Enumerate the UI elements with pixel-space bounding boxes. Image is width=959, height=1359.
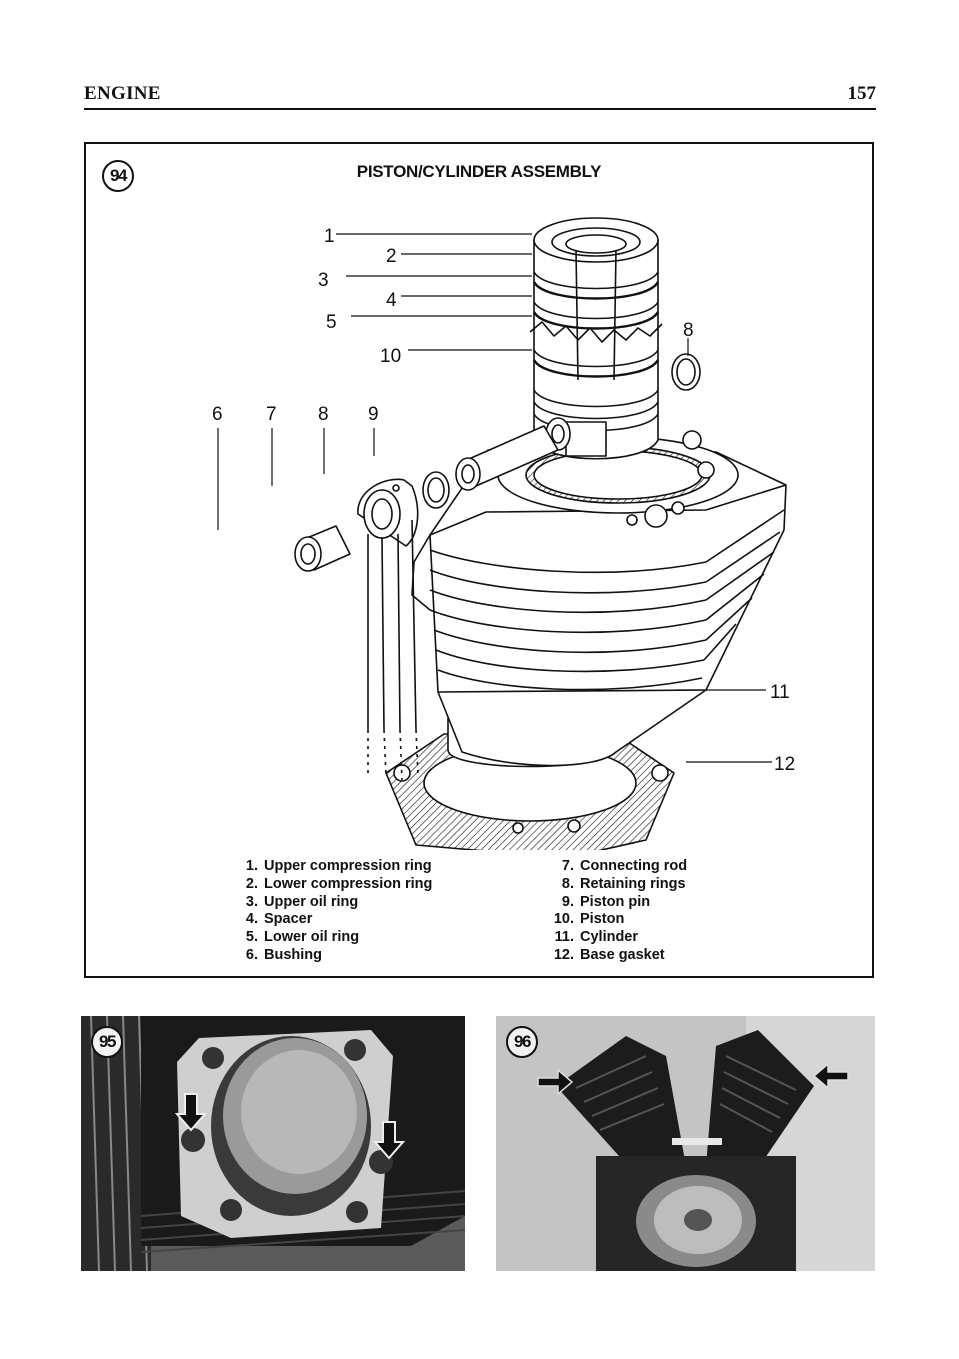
legend-item: 3.Upper oil ring (245, 893, 359, 910)
piston-pin (455, 425, 559, 491)
engine-v-twin-photo (496, 1016, 875, 1271)
retaining-ring-left (422, 471, 450, 509)
callout-5: 5 (326, 312, 337, 333)
legend-item: 7.Connecting rod (561, 858, 688, 874)
legend-left: 1.Upper compression ring 2.Lower compres… (236, 858, 433, 965)
running-head: ENGINE 157 (84, 80, 876, 110)
figure-95-photo: 95 (81, 1016, 465, 1271)
figure-94: 94 PISTON/CYLINDER ASSEMBLY (84, 142, 874, 978)
legend-item: 8.Retaining rings (561, 875, 686, 892)
callout-3: 3 (318, 270, 329, 291)
bushing (294, 525, 351, 572)
connecting-rod (357, 478, 419, 781)
callout-8-right: 8 (683, 320, 694, 341)
callout-12: 12 (774, 754, 795, 775)
down-arrow-icon (174, 1093, 406, 1160)
callout-1: 1 (324, 226, 335, 247)
leader-lines (217, 233, 772, 763)
callout-8-left: 8 (318, 404, 329, 425)
callout-9: 9 (368, 404, 379, 425)
retaining-ring-right (671, 353, 701, 391)
callout-7: 7 (266, 404, 277, 425)
piston-cylinder-diagram: 1 2 3 4 5 10 8 6 7 8 9 11 12 (212, 217, 795, 850)
figure-96-photo: 96 (496, 1016, 875, 1271)
figure-title: PISTON/CYLINDER ASSEMBLY (356, 162, 602, 181)
legend-item: 12.Base gasket (553, 946, 665, 963)
legend-item: 11.Cylinder (554, 929, 639, 946)
cylinder (411, 430, 787, 768)
legend-item: 4.Spacer (245, 911, 313, 928)
figure-badge: 95 (91, 1026, 123, 1058)
callout-2: 2 (386, 246, 397, 267)
legend-item: 6.Bushing (245, 946, 322, 963)
callout-6: 6 (212, 404, 223, 425)
section-title: ENGINE (84, 83, 161, 104)
figure-badge: 96 (506, 1026, 538, 1058)
legend-right: 7.Connecting rod 8.Retaining rings 9.Pis… (552, 858, 687, 965)
piston (529, 217, 663, 460)
legend-item: 9.Piston pin (561, 893, 651, 910)
callout-10: 10 (380, 346, 401, 367)
right-arrow-icon (537, 1062, 849, 1096)
cylinder-top-photo (81, 1016, 465, 1271)
page-number: 157 (847, 83, 877, 104)
figure-badge: 94 (102, 160, 134, 192)
callout-4: 4 (386, 290, 397, 311)
callout-11: 11 (770, 682, 790, 703)
legend-item: 1.Upper compression ring (245, 858, 432, 874)
legend-item: 2.Lower compression ring (245, 875, 433, 892)
legend-item: 10.Piston (553, 911, 625, 928)
legend-item: 5.Lower oil ring (245, 929, 360, 946)
